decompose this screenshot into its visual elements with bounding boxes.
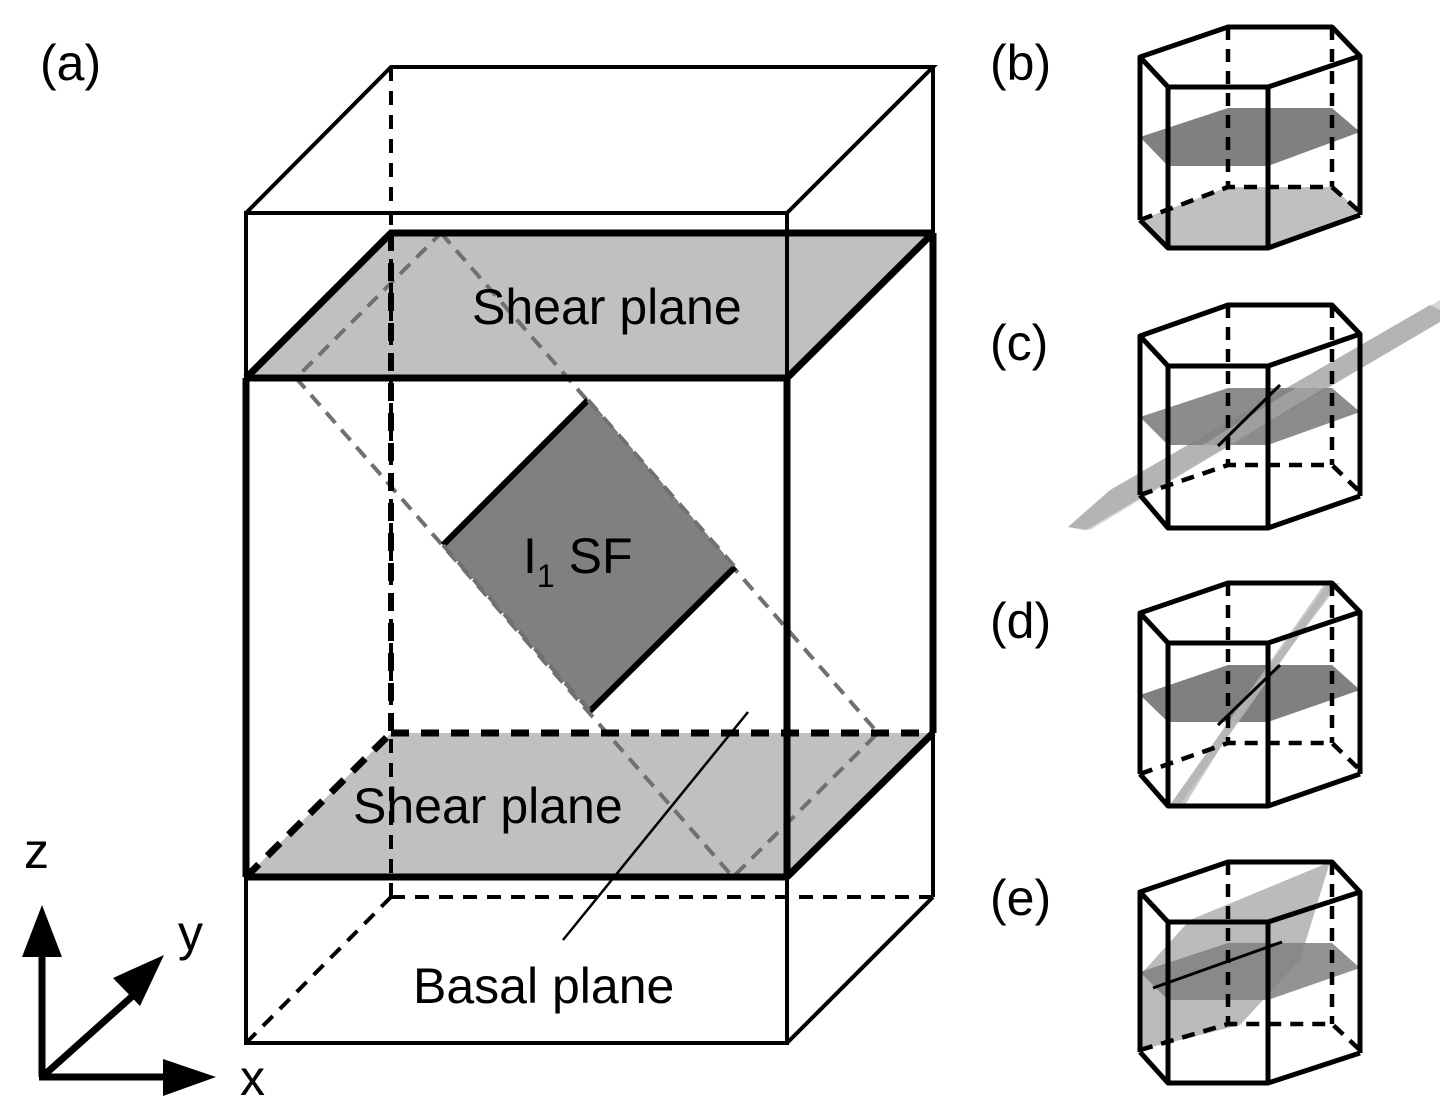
hex-prism-d bbox=[1137, 580, 1363, 809]
upper-shear-plane-label: Shear plane bbox=[472, 279, 742, 335]
panel-c-label: (c) bbox=[990, 315, 1048, 371]
panel-c: (c) bbox=[990, 300, 1440, 531]
y-axis bbox=[39, 989, 140, 1080]
i1-stacking-fault bbox=[443, 400, 735, 711]
fault-label-subscript: 1 bbox=[537, 558, 555, 594]
basal-plane-label: Basal plane bbox=[413, 958, 674, 1014]
x-arrowhead-icon bbox=[163, 1059, 216, 1096]
panel-e: (e) bbox=[990, 859, 1363, 1086]
panel-d-label: (d) bbox=[990, 593, 1051, 649]
intersection-line bbox=[1152, 940, 1283, 990]
inclined-plane-c-overlap bbox=[1068, 300, 1440, 530]
hex-prism-c bbox=[1068, 300, 1440, 531]
panel-e-label: (e) bbox=[990, 870, 1051, 926]
coordinate-axes: z y x bbox=[22, 823, 265, 1106]
lower-shear-plane-label: Shear plane bbox=[353, 778, 623, 834]
y-arrowhead-icon bbox=[113, 955, 164, 1006]
basal-plane-mid bbox=[1140, 943, 1360, 1000]
hex-prism-b bbox=[1137, 24, 1363, 251]
basal-plane-bottom bbox=[1140, 187, 1360, 246]
lower-shear-plane-edges bbox=[243, 729, 936, 881]
z-axis-label: z bbox=[24, 823, 49, 879]
panel-d: (d) bbox=[990, 580, 1363, 809]
basal-plane-leader bbox=[562, 711, 749, 941]
hex-prism-e bbox=[1137, 859, 1363, 1086]
panel-b: (b) bbox=[990, 24, 1363, 251]
hidden-bottom-diagonal bbox=[244, 895, 393, 1045]
fault-label-main: I bbox=[523, 528, 537, 584]
z-arrowhead-icon bbox=[22, 905, 62, 957]
fault-edge-dashed-left bbox=[441, 543, 592, 713]
lower-shear-plane bbox=[246, 733, 933, 877]
y-axis-label: y bbox=[178, 905, 203, 961]
panel-a: (a) bbox=[40, 35, 938, 1045]
basal-plane-mid bbox=[1140, 108, 1360, 166]
fault-edge-lower bbox=[587, 564, 738, 714]
fault-label: I1 SF bbox=[523, 528, 633, 594]
fault-edge-upper bbox=[440, 397, 591, 548]
upper-shear-plane bbox=[246, 233, 933, 378]
panel-b-label: (b) bbox=[990, 35, 1051, 91]
x-axis-label: x bbox=[240, 1050, 265, 1106]
panel-a-label: (a) bbox=[40, 35, 101, 91]
fault-edge-dashed-right bbox=[586, 398, 737, 569]
fault-label-rest: SF bbox=[555, 528, 633, 584]
